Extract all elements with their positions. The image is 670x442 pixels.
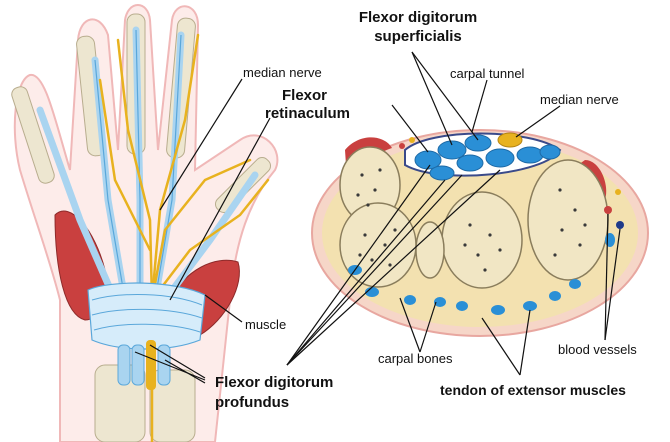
label-flexor-profundus-2: profundus xyxy=(215,395,289,412)
wrist-cross-section xyxy=(312,130,648,336)
wrist-tendons xyxy=(118,345,170,385)
label-flexor-superficialis-2: superficialis xyxy=(348,29,488,46)
label-carpal-tunnel: carpal tunnel xyxy=(450,67,524,81)
flexor-retinaculum xyxy=(88,283,205,349)
label-median-nerve-right: median nerve xyxy=(540,93,619,107)
label-flexor-superficialis-1: Flexor digitorum xyxy=(348,10,488,27)
label-flexor-retinaculum-2: retinaculum xyxy=(265,106,350,123)
label-carpal-bones: carpal bones xyxy=(378,352,452,366)
ulna-bone xyxy=(150,370,195,442)
label-blood-vessels: blood vessels xyxy=(558,343,637,357)
label-tendon-extensor: tendon of extensor muscles xyxy=(440,383,626,398)
label-muscle: muscle xyxy=(245,318,286,332)
label-median-nerve-left: median nerve xyxy=(243,66,322,80)
label-flexor-retinaculum-1: Flexor xyxy=(282,88,327,105)
label-flexor-profundus-1: Flexor digitorum xyxy=(215,375,333,392)
